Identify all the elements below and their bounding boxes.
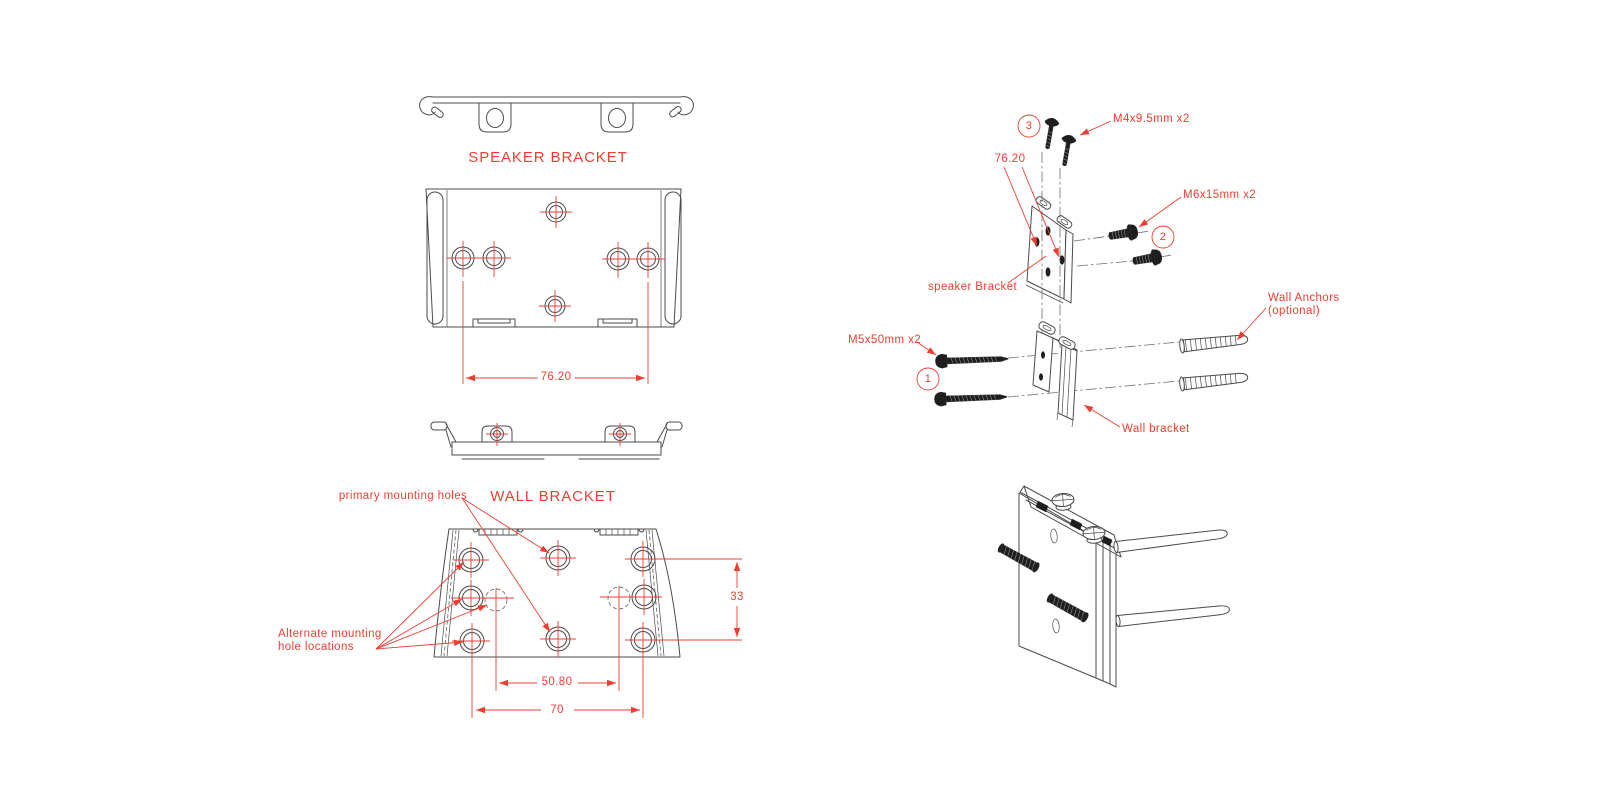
speaker-bracket-top-view (419, 96, 694, 133)
speaker-bracket-width-dimension-lines (447, 196, 665, 384)
speaker-bracket-width-dimension: 76.20 (537, 370, 575, 384)
exploded-wall-anchors (1179, 334, 1249, 392)
exploded-step3-circle (1017, 114, 1041, 138)
wall-anchors-label-line1: Wall Anchors (1268, 291, 1340, 304)
primary-mounting-holes-label: primary mounting holes (338, 489, 468, 502)
exploded-m5-screws (934, 353, 1009, 407)
step-3-number: 3 (1025, 119, 1033, 132)
speaker-bracket-callout-label: speaker Bracket (928, 280, 1018, 293)
speaker-bracket-title: SPEAKER BRACKET (468, 148, 628, 166)
m6-bolts-label: M6x15mm x2 (1183, 188, 1257, 201)
exploded-m4-centerlines (1041, 152, 1061, 348)
exploded-m4-screws (1044, 117, 1077, 167)
wall-anchors-label-line2: (optional) (1268, 304, 1320, 317)
m4-label-leader (1079, 120, 1112, 136)
exploded-step1-circle (916, 367, 940, 391)
exploded-m6-centerlines (1073, 230, 1173, 267)
alternate-mounting-holes-label-line1: Alternate mounting (278, 627, 382, 640)
exploded-width-dimension: 76.20 (994, 152, 1026, 165)
primary-holes-leader-lines (461, 497, 551, 633)
alternate-mounting-holes-label-line2: hole locations (278, 640, 354, 653)
wall-bracket-dimension-lines (451, 540, 742, 718)
m6-label-leader (1138, 196, 1182, 228)
step-2-number: 2 (1159, 230, 1167, 243)
assembled-view (997, 485, 1230, 688)
exploded-leader-lines (1007, 255, 1267, 428)
step-1-number: 1 (924, 372, 932, 385)
m4-screws-label: M4x9.5mm x2 (1113, 112, 1190, 125)
wall-bracket-height-dimension: 33 (727, 590, 747, 604)
m5-label-leader (916, 341, 937, 356)
wall-bracket-callout-label: Wall bracket (1122, 422, 1190, 435)
exploded-width-dimension-lines (1003, 166, 1060, 258)
wall-bracket-title: WALL BRACKET (490, 487, 616, 505)
exploded-step2-circle (1151, 225, 1175, 249)
wall-bracket-top-view (430, 421, 683, 460)
m5-screws-label: M5x50mm x2 (848, 333, 922, 346)
exploded-m6-bolts (1108, 224, 1163, 266)
alternate-holes-leader-lines (375, 561, 488, 650)
exploded-speaker-bracket (1025, 196, 1074, 304)
wall-bracket-inner-width-dimension: 50.80 (538, 675, 576, 689)
wall-bracket-outer-width-dimension: 70 (547, 703, 567, 717)
exploded-wall-bracket (1032, 321, 1078, 428)
